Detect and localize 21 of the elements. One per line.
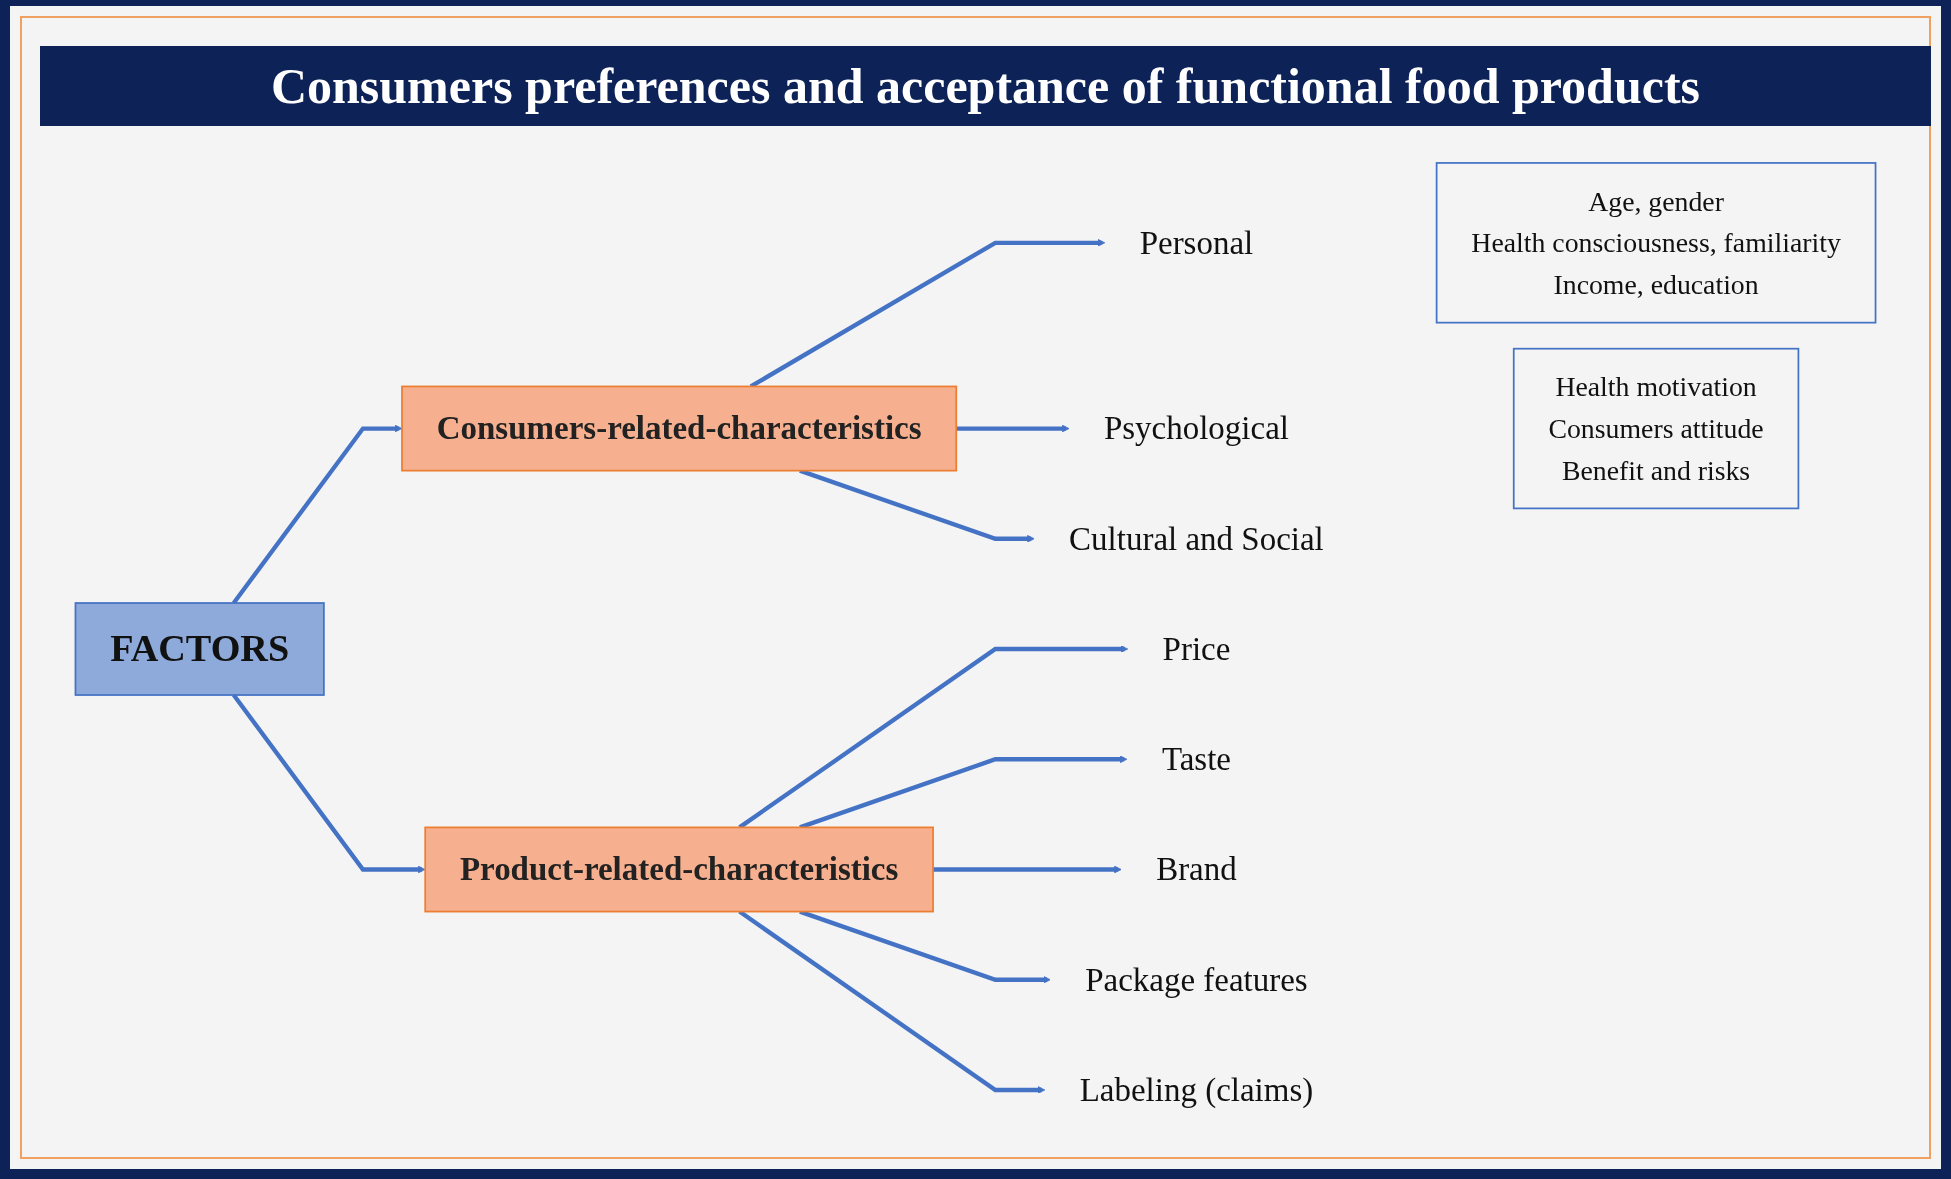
title-banner: Consumers preferences and acceptance of functional food products [40,46,1931,126]
arrow [956,424,1070,433]
node-text: Package features [1085,961,1308,998]
arrow [933,865,1122,874]
node-box: FACTORS [74,602,325,696]
node-text: Personal [1139,224,1254,261]
arrow [232,424,403,605]
node-text: Psychological [1103,409,1289,447]
node-label: Health consciousness, familiarity [1471,227,1841,259]
node-label: Age, gender [1588,185,1724,217]
node-label: Health motivation [1555,371,1757,403]
node-label: Income, education [1553,268,1759,301]
node-text: Price [1162,630,1231,667]
node-box: Product-related-characteristics [424,826,934,913]
node-text: Brand [1156,850,1237,888]
node-text: Cultural and Social [1069,520,1324,557]
node-label: Benefit and risks [1561,454,1751,486]
node-label: Consumers attitude [1548,412,1764,445]
node-text: Taste [1161,740,1232,778]
node-text: Labeling (claims) [1079,1071,1314,1108]
node-box: Consumers-related-characteristics [401,385,958,472]
